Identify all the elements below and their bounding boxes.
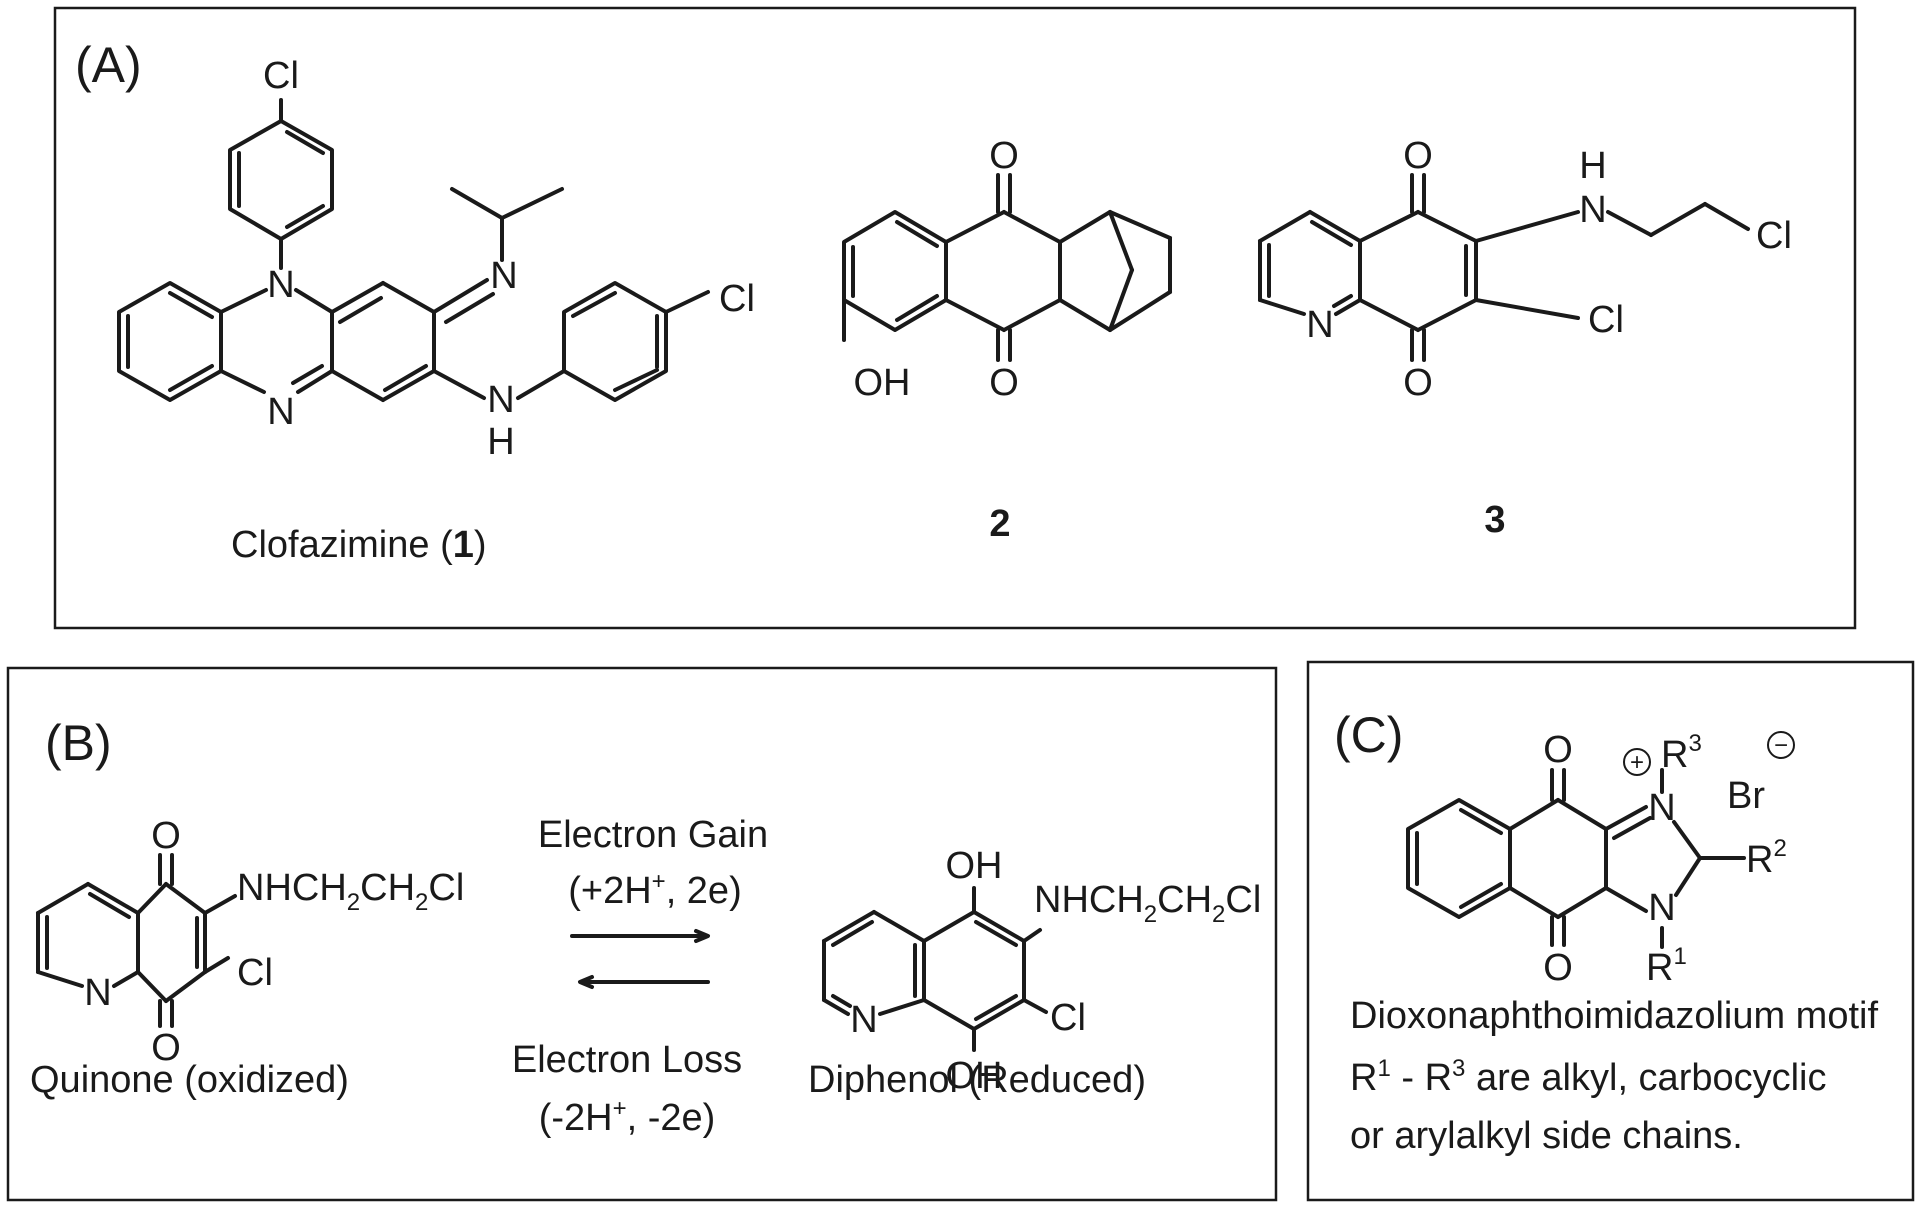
minus-charge-sign: − — [1774, 732, 1788, 759]
motif-n-top: N — [1648, 787, 1675, 829]
forward-label-line1: Electron Gain — [538, 814, 768, 856]
compound-3-label: 3 — [1484, 499, 1505, 541]
compound-2-oh: OH — [854, 362, 911, 404]
quinone-n: N — [84, 972, 111, 1014]
reverse-label-line1: Electron Loss — [512, 1039, 742, 1081]
compound-2-o-bottom: O — [989, 362, 1019, 404]
compound-3-o-bottom: O — [1403, 362, 1433, 404]
motif-r2: R2 — [1746, 835, 1787, 881]
clofazimine-structure: Cl N N N N H Cl Clofazimine (1) — [117, 55, 755, 566]
motif-r3: R3 — [1661, 730, 1702, 776]
diphenol-substituent: NHCH2CH2Cl — [1034, 879, 1261, 928]
motif-n-bottom: N — [1648, 887, 1675, 929]
clofazimine-name: Clofazimine (1) — [231, 524, 487, 566]
compound-3-h: H — [1579, 145, 1606, 187]
clofazimine-cl-top: Cl — [263, 55, 299, 97]
motif-o-top: O — [1543, 729, 1573, 771]
diphenol-caption: Diphenol (Reduced) — [808, 1059, 1146, 1101]
forward-label-line2: (+2H+, 2e) — [568, 868, 741, 912]
compound-3-n-amine: N — [1579, 189, 1606, 231]
equilibrium-arrows: Electron Gain (+2H+, 2e) Electron Loss (… — [512, 814, 768, 1139]
motif-caption: Dioxonaphthoimidazolium motif — [1350, 995, 1878, 1037]
plus-charge-icon — [1623, 748, 1651, 776]
motif-note-line2: or arylalkyl side chains. — [1350, 1115, 1743, 1157]
motif-o-bottom: O — [1543, 947, 1573, 989]
quinone-structure: O O N Cl NHCH2CH2Cl Quinone (oxidized) — [30, 815, 464, 1101]
compound-3-cl-chain: Cl — [1756, 215, 1792, 257]
panel-a-label: (A) — [75, 37, 142, 93]
diphenol-oh-top: OH — [946, 845, 1003, 887]
quinone-substituent: NHCH2CH2Cl — [237, 867, 464, 916]
compound-3-o-top: O — [1403, 135, 1433, 177]
panel-a-frame — [53, 6, 1857, 630]
motif-r1: R1 — [1646, 943, 1687, 989]
quinone-o-bottom: O — [151, 1027, 181, 1069]
plus-charge-sign: + — [1630, 749, 1644, 776]
clofazimine-cl-right: Cl — [719, 278, 755, 320]
minus-charge-icon — [1767, 731, 1795, 759]
diphenol-cl: Cl — [1050, 997, 1086, 1039]
clofazimine-h-amine: H — [487, 421, 514, 463]
compound-3-n-ring: N — [1306, 304, 1333, 346]
compound-2-structure: O O OH 2 — [842, 135, 1172, 545]
clofazimine-n-bottom: N — [267, 391, 294, 433]
motif-note-line1: R1 - R3 are alkyl, carbocyclic — [1350, 1055, 1827, 1099]
panel-c-frame — [1306, 660, 1915, 1202]
diphenol-n: N — [850, 999, 877, 1041]
quinone-caption: Quinone (oxidized) — [30, 1059, 349, 1101]
clofazimine-n-top: N — [267, 264, 294, 306]
compound-2-label: 2 — [989, 503, 1010, 545]
diphenol-oh-bottom: OH — [946, 1055, 1003, 1097]
reverse-label-line2: (-2H+, -2e) — [539, 1095, 716, 1139]
compound-3-structure: O O N H N Cl Cl 3 — [1258, 135, 1792, 541]
panel-b-label: (B) — [45, 715, 112, 771]
counterion-br: Br — [1727, 775, 1765, 817]
compound-3-cl-ring: Cl — [1588, 299, 1624, 341]
panel-c-label: (C) — [1334, 707, 1403, 763]
quinone-cl: Cl — [237, 952, 273, 994]
diphenol-structure: OH OH N Cl NHCH2CH2Cl Diphenol (Reduced) — [808, 845, 1261, 1101]
clofazimine-n-amine: N — [487, 379, 514, 421]
compound-2-o-top: O — [989, 135, 1019, 177]
dioxonaphthoimidazolium-structure: O O N N + R3 − Br R2 R1 — [1406, 729, 1795, 989]
clofazimine-n-imine: N — [490, 255, 517, 297]
panel-b-frame — [6, 666, 1278, 1202]
quinone-o-top: O — [151, 815, 181, 857]
